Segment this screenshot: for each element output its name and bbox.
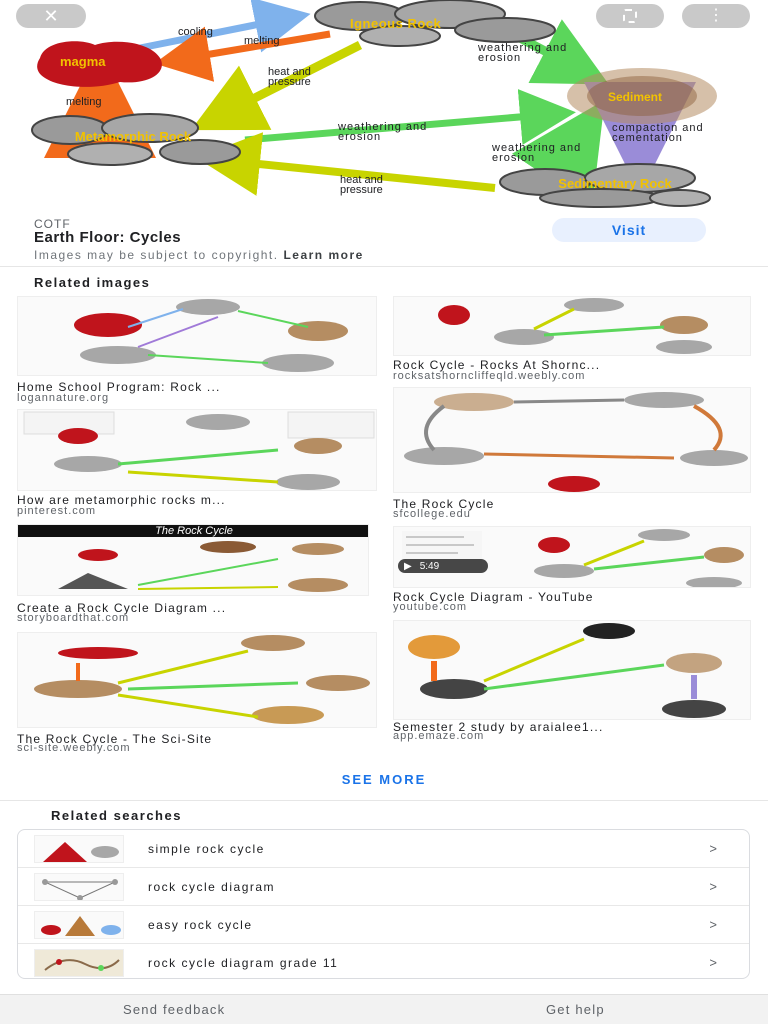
related-search-thumbnail	[34, 948, 124, 977]
related-image-thumbnail[interactable]	[393, 296, 751, 356]
heat-pressure-bottom-label: heat and pressure	[340, 174, 383, 196]
related-image-card[interactable]: ▶ 5:49 Rock Cycle Diagram - YouTube yout…	[393, 526, 751, 613]
arrow-weathering-top	[517, 19, 609, 85]
related-image-thumbnail[interactable]: ▶ 5:49	[393, 526, 751, 588]
related-image-domain: app.emaze.com	[393, 730, 485, 742]
related-image-thumbnail[interactable]	[393, 387, 751, 493]
related-search-thumbnail	[34, 910, 124, 939]
related-image-domain: storyboardthat.com	[17, 612, 130, 624]
more-options-button[interactable]: ⋮	[682, 4, 750, 28]
related-search-item[interactable]: rock cycle diagram grade 11 >	[18, 944, 749, 978]
related-image-card[interactable]: Semester 2 study by araialee1... app.ema…	[393, 620, 751, 742]
video-duration: 5:49	[419, 560, 440, 572]
related-search-label: simple rock cycle	[148, 841, 265, 856]
related-search-item[interactable]: rock cycle diagram >	[18, 868, 749, 905]
divider	[18, 905, 749, 906]
related-image-thumbnail[interactable]: The Rock Cycle	[17, 524, 369, 596]
related-images-heading: Related images	[34, 275, 151, 290]
related-image-thumbnail[interactable]	[17, 296, 377, 376]
arrow-weathering-bottom	[511, 99, 605, 207]
related-image-domain: pinterest.com	[17, 505, 97, 517]
related-search-thumbnail	[34, 834, 124, 863]
related-image-domain: youtube.com	[393, 601, 467, 613]
heat-pressure-mid-label: heat and pressure	[268, 66, 311, 88]
chevron-right-icon: >	[709, 841, 717, 856]
melting-top-label: melting	[244, 35, 280, 47]
weathering-mid-label: weathering and erosion	[338, 121, 428, 143]
related-image-thumbnail[interactable]	[17, 409, 377, 491]
related-search-item[interactable]: simple rock cycle >	[18, 830, 749, 867]
sedimentary-rock-shape	[499, 163, 711, 208]
copyright-text: Images may be subject to copyright.	[34, 248, 279, 262]
chevron-right-icon: >	[709, 955, 717, 970]
thumbnail-title: The Rock Cycle	[155, 525, 233, 537]
related-search-thumbnail	[34, 872, 124, 901]
close-icon: ✕	[43, 5, 59, 26]
arrow-heat-pressure-mid	[190, 40, 363, 131]
more-vert-icon: ⋮	[708, 7, 724, 24]
sediment-label: Sediment	[608, 90, 663, 104]
get-help-link[interactable]: Get help	[546, 1002, 605, 1017]
sediment-shape	[567, 68, 717, 124]
igneous-rock-label: Igneous Rock	[350, 16, 442, 31]
related-image-domain: sci-site.weebly.com	[17, 742, 131, 754]
sedimentary-rock-label: Sedimentary Rock	[558, 176, 672, 191]
weathering-bottom-label: weathering and erosion	[492, 142, 582, 164]
related-image-card[interactable]: Home School Program: Rock ... logannatur…	[17, 296, 377, 404]
related-image-thumbnail[interactable]	[17, 632, 377, 728]
metamorphic-rock-label: Metamorphic Rock	[74, 129, 192, 144]
lens-icon	[623, 9, 637, 23]
thumbnail-title-bar	[18, 525, 368, 537]
arrow-heat-pressure-bottom	[196, 132, 496, 196]
related-image-card[interactable]: How are metamorphic rocks m... pinterest…	[17, 409, 377, 517]
see-more-button[interactable]: SEE MORE	[341, 772, 427, 787]
send-feedback-link[interactable]: Send feedback	[123, 1002, 226, 1017]
chevron-right-icon: >	[709, 917, 717, 932]
chevron-right-icon: >	[709, 879, 717, 894]
cooling-label: cooling	[178, 26, 213, 38]
divider	[0, 800, 768, 801]
related-image-card[interactable]: The Rock Cycle - The Sci-Site sci-site.w…	[17, 632, 377, 754]
arrow-weathering-mid	[244, 89, 576, 145]
related-image-thumbnail[interactable]	[393, 620, 751, 720]
related-image-domain: rocksatshorncliffeqld.weebly.com	[393, 370, 586, 382]
visit-button[interactable]: Visit	[552, 218, 706, 242]
copyright-notice: Images may be subject to copyright. Lear…	[34, 248, 364, 262]
related-search-label: rock cycle diagram grade 11	[148, 955, 339, 970]
learn-more-link[interactable]: Learn more	[283, 248, 364, 262]
divider	[18, 867, 749, 868]
metamorphic-rock-shape	[31, 113, 241, 166]
related-searches-list: simple rock cycle > rock cycle diagram >…	[17, 829, 750, 979]
related-image-domain: logannature.org	[17, 392, 110, 404]
play-icon: ▶	[404, 560, 412, 572]
weathering-top-label: weathering and erosion	[478, 42, 568, 64]
footer: Send feedback Get help	[0, 994, 768, 1024]
related-searches-heading: Related searches	[51, 808, 182, 823]
related-search-label: easy rock cycle	[148, 917, 253, 932]
magma-label: magma	[60, 54, 106, 69]
video-duration-badge: ▶ 5:49	[398, 559, 488, 573]
compaction-label: compaction and cementation	[612, 122, 704, 144]
page-title[interactable]: Earth Floor: Cycles	[34, 229, 182, 246]
divider	[0, 266, 768, 267]
related-image-card[interactable]: The Rock Cycle sfcollege.edu	[393, 387, 751, 520]
result-info: COTF	[0, 208, 768, 268]
igneous-rock-shape	[314, 0, 556, 47]
lens-button[interactable]	[596, 4, 664, 28]
close-button[interactable]: ✕	[16, 4, 86, 28]
divider	[18, 943, 749, 944]
melting-left-label: melting	[66, 96, 102, 108]
related-search-item[interactable]: easy rock cycle >	[18, 906, 749, 943]
related-search-label: rock cycle diagram	[148, 879, 276, 894]
related-image-card[interactable]: Rock Cycle - Rocks At Shornc... rocksats…	[393, 296, 751, 382]
hero-image[interactable]: Igneous Rock magma Metamorphic Rock Sedi…	[0, 0, 768, 208]
source-name: COTF	[34, 217, 71, 231]
arrow-melting-top	[154, 26, 331, 82]
rock-cycle-diagram	[31, 0, 717, 208]
related-image-domain: sfcollege.edu	[393, 508, 471, 520]
magma-shape	[37, 41, 162, 87]
related-image-card[interactable]: The Rock Cycle Create a Rock Cycle Diagr…	[17, 524, 377, 624]
